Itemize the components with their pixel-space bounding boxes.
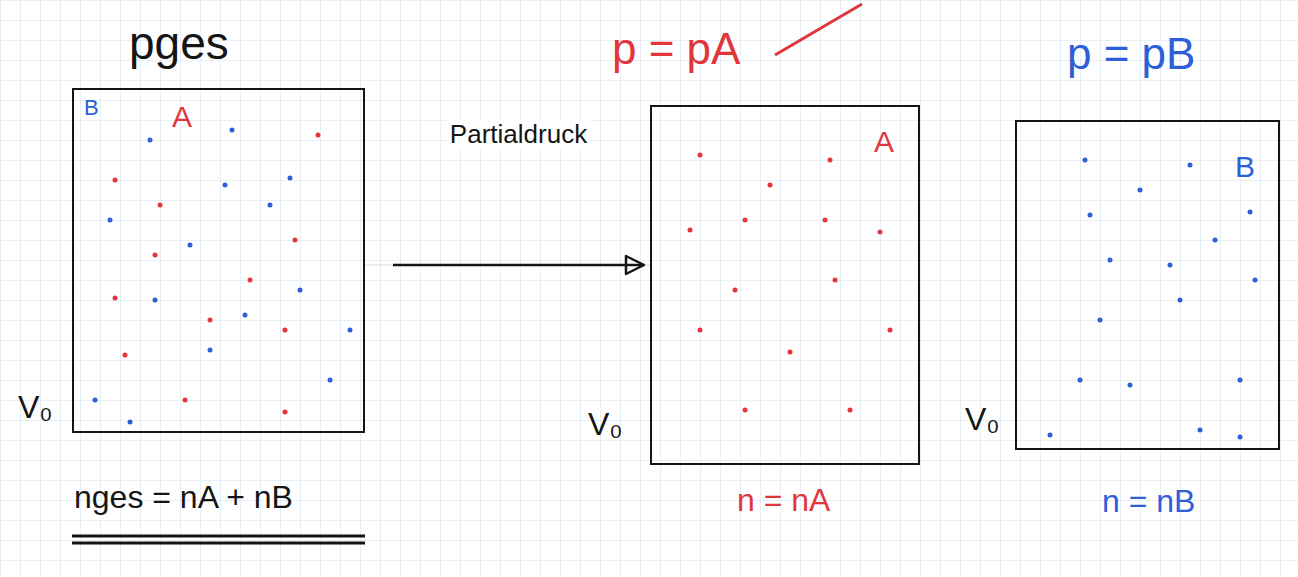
red-leader-line — [775, 4, 862, 55]
volume-label: V₀ — [965, 402, 1000, 437]
pressure-label: pges — [129, 18, 229, 69]
double-underline — [72, 536, 365, 543]
blue-particles — [93, 128, 1258, 440]
amount-equation: n = nB — [1102, 484, 1195, 519]
volume-label: V₀ — [588, 407, 623, 442]
gas-container: pgesBAV₀nges = nA + nB — [72, 88, 365, 433]
pressure-label: p = pB — [1067, 30, 1195, 78]
gas-letter: A — [874, 125, 894, 158]
red-particles — [113, 133, 893, 415]
volume-label: V₀ — [18, 390, 53, 425]
gas-container: p = pAAV₀n = nA — [650, 105, 920, 465]
gas-letter: B — [1235, 150, 1255, 183]
amount-equation: n = nA — [737, 483, 830, 518]
gas-letter: A — [172, 100, 192, 133]
process-arrow — [365, 256, 650, 274]
pressure-label: p = pA — [612, 25, 740, 73]
arrow-label: Partialdruck — [447, 120, 590, 149]
gas-container: p = pBBV₀n = nB — [1015, 120, 1280, 450]
amount-equation: nges = nA + nB — [74, 480, 293, 515]
gas-letter: B — [84, 96, 99, 120]
